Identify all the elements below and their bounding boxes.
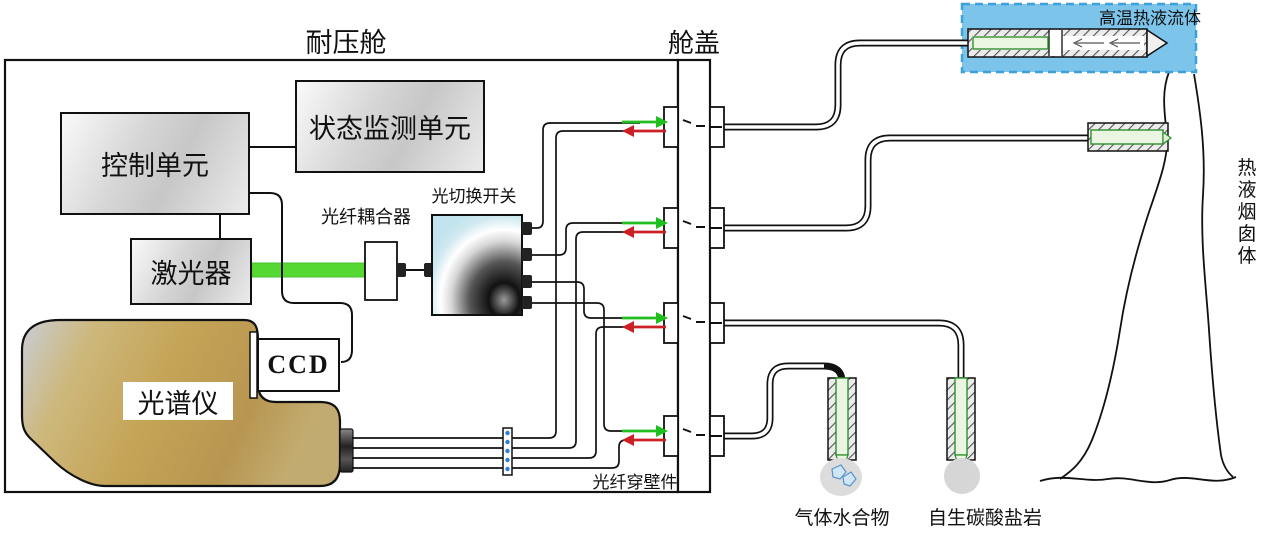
carbonate-probe (946, 377, 976, 469)
optical-switch-label: 光切换开关 (431, 187, 517, 206)
ccd-label: CCD (267, 350, 330, 379)
optical-switch-box (431, 214, 523, 316)
hot-fluid-probe (967, 28, 1169, 58)
fiber-feedthroughs (622, 106, 725, 457)
ccd-mount-strip (249, 331, 258, 399)
feedthrough-4 (622, 415, 725, 457)
gas-hydrate-label: 气体水合物 (794, 508, 890, 529)
feedthrough-1 (622, 106, 725, 148)
switch-output-ports (522, 222, 532, 309)
fiber-coupler-label: 光纤耦合器 (321, 207, 411, 227)
control-unit-box: 控制单元 (60, 112, 250, 215)
switch-input-port (424, 263, 433, 277)
cabin-cover-title: 舱盖 (667, 29, 721, 58)
spectrometer-label-box: 光谱仪 (123, 382, 233, 420)
coupler-output-port (397, 263, 406, 277)
carbonate-label: 自生碳酸盐岩 (927, 508, 1043, 529)
fiber-bulkhead-strip (502, 427, 513, 476)
fiber-penetrator-label: 光纤穿壁件 (592, 473, 678, 492)
chimney-label: 热液烟囱体 (1237, 158, 1257, 267)
gas-hydrate-deposit (820, 458, 862, 496)
laser-label: 激光器 (150, 259, 232, 289)
fiber-bundle-connector (339, 428, 354, 473)
gas-hydrate-probe (827, 377, 857, 469)
status-monitor-box: 状态监测单元 (295, 80, 485, 173)
cabin-cover-bar (676, 58, 712, 494)
laser-beam (251, 262, 366, 278)
fluid-flow-arrows (1072, 38, 1140, 48)
ccd-box: CCD (257, 338, 340, 392)
spectrometer-label: 光谱仪 (137, 388, 219, 419)
external-fiber-cables (722, 39, 1094, 440)
status-monitor-label: 状态监测单元 (309, 114, 471, 144)
fiber-coupler-box (364, 241, 398, 301)
laser-box: 激光器 (130, 238, 252, 305)
feedthrough-2 (622, 207, 725, 249)
control-unit-label: 控制单元 (101, 151, 209, 181)
chimney-probe (1087, 122, 1172, 152)
carbonate-deposit (944, 458, 980, 494)
pressure-cabin-title: 耐压舱 (305, 28, 387, 58)
hot-fluid-label: 高温热液流体 (1099, 9, 1201, 28)
feedthrough-3 (622, 302, 725, 344)
